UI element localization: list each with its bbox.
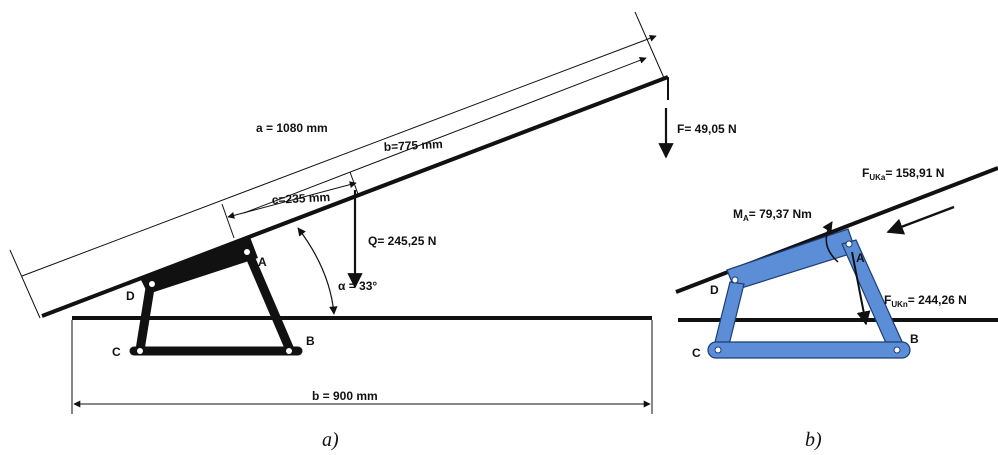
label-force-uka-sub: UKa: [869, 173, 886, 182]
label-force-ukn-rest: = 244,26 N: [908, 293, 967, 307]
label-force-uka: FUKa= 158,91 N: [862, 166, 944, 182]
joint-B-b: [893, 346, 901, 354]
inclined-arm-b: [675, 166, 998, 294]
angle-arc: [297, 227, 338, 315]
joint-C-b: [714, 346, 722, 354]
label-force-uka-rest: = 158,91 N: [885, 166, 944, 180]
joint-A-a: [244, 249, 250, 255]
label-point-C-a: C: [112, 345, 121, 359]
label-dim-b-arm: b=775 mm: [383, 137, 443, 154]
caption-b: b): [805, 429, 822, 451]
joint-C-a: [137, 348, 143, 354]
force-ukn-arrow: [851, 251, 871, 326]
label-force-ukn-sub: UKn: [891, 300, 908, 309]
label-moment-main: M: [733, 207, 743, 221]
label-force-F: F= 49,05 N: [677, 122, 737, 136]
figure-b: MA= 79,37 Nm FUKa= 158,91 N FUKn= 244,26…: [675, 166, 998, 451]
label-moment: MA= 79,37 Nm: [733, 207, 812, 223]
label-force-ukn-main: F: [884, 293, 891, 307]
mechanism-b: [707, 228, 911, 359]
link-CB-b: [707, 341, 911, 359]
label-dim-b-base: b = 900 mm: [312, 389, 378, 403]
dim-c-line: [227, 181, 357, 219]
label-angle: α = 33°: [338, 279, 377, 293]
joint-A-b: [845, 240, 853, 248]
dim-b-arm-line: [243, 57, 647, 214]
link-DA-a: [140, 237, 258, 294]
link-DA-b: [726, 228, 857, 291]
label-moment-sub: A: [743, 214, 749, 223]
joint-D-b: [731, 276, 739, 284]
label-force-Q: Q= 245,25 N: [368, 234, 436, 248]
label-dim-c: c=235 mm: [271, 190, 330, 207]
joint-B-a: [286, 348, 292, 354]
label-point-B-b: B: [910, 332, 919, 346]
label-point-A-a: A: [258, 255, 267, 269]
label-force-ukn: FUKn= 244,26 N: [884, 293, 967, 309]
dim-c-ext-left: [221, 203, 235, 239]
link-AB-a: [243, 247, 295, 355]
caption-a: a): [322, 429, 339, 451]
label-point-C-b: C: [692, 346, 701, 360]
dim-a-ext-left: [9, 249, 41, 319]
force-uka-arrow: [886, 205, 955, 235]
label-point-D-a: D: [126, 289, 135, 303]
link-DC-a: [135, 283, 155, 355]
moment-arc: [822, 221, 839, 263]
dim-a-line: [21, 34, 657, 277]
label-force-uka-main: F: [862, 166, 869, 180]
label-point-D-b: D: [710, 283, 719, 297]
label-moment-rest: = 79,37 Nm: [749, 207, 812, 221]
label-dim-a: a = 1080 mm: [256, 121, 328, 135]
figure-a: a = 1080 mm b=775 mm c=235 mm F= 49,05 N…: [9, 11, 737, 451]
dim-c-ext-right: [349, 171, 359, 195]
joint-D-a: [149, 281, 155, 287]
label-point-B-a: B: [306, 334, 315, 348]
label-point-A-b: A: [856, 251, 865, 265]
link-AB-b: [841, 239, 905, 353]
dim-a-ext-right: [634, 11, 665, 79]
